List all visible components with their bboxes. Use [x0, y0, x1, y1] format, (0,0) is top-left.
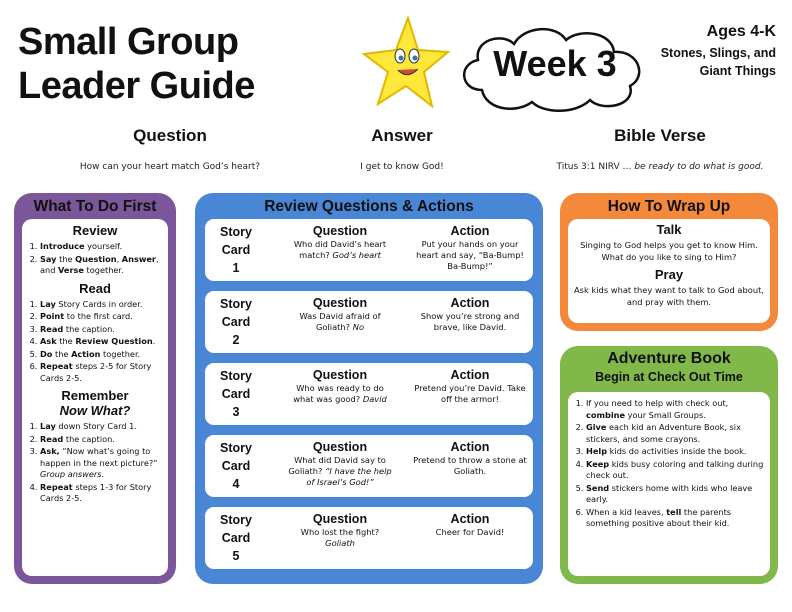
list-item: Help kids do activities inside the book.: [586, 446, 764, 458]
list-item: When a kid leaves, tell the parents some…: [586, 507, 764, 530]
pray-text: Ask kids what they want to talk to God a…: [574, 285, 764, 307]
list-item: Ask the Review Question.: [40, 336, 168, 348]
week-label: Week 3: [493, 43, 617, 84]
age-series-block: Ages 4-K Stones, Slings, and Giant Thing…: [616, 20, 776, 80]
remember-list: Lay down Story Card 1. Read the caption.…: [22, 421, 168, 505]
list-item: Read the caption.: [40, 434, 168, 446]
what-to-do-card: Review Introduce yourself. Say the Quest…: [22, 219, 168, 576]
list-item: If you need to help with check out, comb…: [586, 398, 764, 421]
answer-text: I get to know God!: [360, 162, 444, 172]
list-item: Give each kid an Adventure Book, six sti…: [586, 422, 764, 445]
answer-heading: Answer: [371, 126, 433, 145]
verse-body: be ready to do what is good.: [634, 162, 764, 172]
list-item: Introduce yourself.: [40, 241, 168, 253]
review-heading: Review: [72, 223, 118, 238]
wrap-up-title: How To Wrap Up: [607, 198, 731, 215]
list-item: Read the caption.: [40, 324, 168, 336]
list-item: Ask, “Now what’s going to happen in the …: [40, 446, 168, 481]
week-cloud-shape: [462, 27, 641, 112]
title-line-1: Small Group: [18, 21, 239, 63]
adventure-list: If you need to help with check out, comb…: [568, 398, 770, 530]
page-title: Small Group Leader Guide: [18, 20, 255, 108]
list-item: Repeat steps 2-5 for Story Cards 2-5.: [40, 361, 168, 384]
verse-text: Titus 3:1 NIRV … be ready to do what is …: [540, 162, 780, 172]
wrap-up-panel: How To Wrap Up Talk Singing to God helps…: [560, 193, 778, 331]
adventure-card: If you need to help with check out, comb…: [568, 392, 770, 576]
list-item: Lay Story Cards in order.: [40, 299, 168, 311]
list-item: Point to the first card.: [40, 311, 168, 323]
star-mascot-icon: [361, 14, 450, 109]
title-line-2: Leader Guide: [18, 65, 255, 107]
verse-ref: Titus 3:1 NIRV …: [556, 162, 632, 172]
verse-heading: Bible Verse: [614, 126, 706, 145]
what-to-do-title: What To Do First: [33, 198, 157, 215]
question-text: How can your heart match God’s heart?: [79, 162, 261, 172]
what-to-do-panel: What To Do First Review Introduce yourse…: [14, 193, 176, 584]
list-item: Repeat steps 1-3 for Story Cards 2-5.: [40, 482, 168, 505]
review-questions-title: Review Questions & Actions: [264, 198, 474, 215]
list-item: Lay down Story Card 1.: [40, 421, 168, 433]
list-item: Send stickers home with kids who leave e…: [586, 483, 764, 506]
list-item: Keep kids busy coloring and talking duri…: [586, 459, 764, 482]
ages-label: Ages 4-K: [706, 23, 776, 40]
talk-heading: Talk: [656, 222, 682, 237]
list-item: Do the Action together.: [40, 349, 168, 361]
list-item: Say the Question, Answer, and Verse toge…: [40, 254, 168, 277]
adventure-title: Adventure Book: [607, 350, 731, 367]
now-what-heading: Now What?: [59, 403, 131, 418]
adventure-subtitle: Begin at Check Out Time: [595, 370, 743, 384]
pray-heading: Pray: [654, 267, 684, 282]
talk-text: Singing to God helps you get to know Him…: [580, 240, 758, 262]
remember-heading: Remember: [61, 388, 129, 403]
question-heading: Question: [133, 126, 207, 145]
read-list: Lay Story Cards in order. Point to the f…: [22, 299, 168, 385]
adventure-book-panel: Adventure Book Begin at Check Out Time I…: [560, 346, 778, 584]
wrap-up-card: Talk Singing to God helps you get to kno…: [568, 219, 770, 323]
series-line-2: Giant Things: [699, 64, 776, 78]
read-heading: Read: [79, 280, 111, 296]
series-line-1: Stones, Slings, and: [660, 46, 776, 60]
review-list: Introduce yourself. Say the Question, An…: [22, 241, 168, 277]
